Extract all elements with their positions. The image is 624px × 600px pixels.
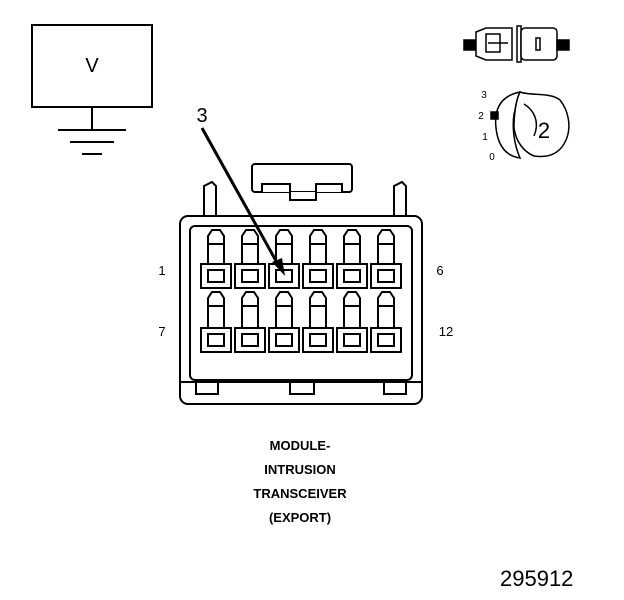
- pin-cavities: [200, 229, 402, 353]
- pin-label-6: 6: [436, 263, 443, 278]
- pin-cavity-11: [336, 291, 368, 353]
- pin-label-7: 7: [158, 324, 165, 339]
- pin-cavity-8: [234, 291, 266, 353]
- selector-label-0: 0: [489, 152, 495, 163]
- caption-line-3: TRANSCEIVER: [253, 486, 347, 501]
- pin-label-1: 1: [158, 263, 165, 278]
- pin-cavity-4: [302, 229, 334, 289]
- pin-cavity-12: [370, 291, 402, 353]
- pin-cavity-3: [268, 229, 300, 289]
- selector-knob-icon: [490, 91, 570, 159]
- callout-label: 3: [196, 105, 207, 127]
- pin-cavity-7: [200, 291, 232, 353]
- caption-line-4: (EXPORT): [268, 510, 332, 525]
- selector-setting: 2: [538, 118, 550, 143]
- selector-label-2: 2: [478, 111, 484, 122]
- pin-cavity-9: [268, 291, 300, 353]
- pin-label-12: 12: [439, 324, 453, 339]
- caption-line-2: INTRUSION: [264, 462, 336, 477]
- pin-cavity-2: [234, 229, 266, 289]
- selector-label-3: 3: [481, 90, 487, 101]
- caption-line-1: MODULE-: [269, 438, 331, 453]
- pin-cavity-1: [200, 229, 232, 289]
- pin-cavity-5: [336, 229, 368, 289]
- pin-cavity-6: [370, 229, 402, 289]
- test-lead-plug-icon: [463, 25, 570, 63]
- callout-arrow: [200, 127, 285, 276]
- pin-cavity-10: [302, 291, 334, 353]
- figure-number: 295912: [500, 566, 574, 591]
- voltmeter-label: V: [85, 55, 99, 77]
- selector-label-1: 1: [482, 132, 488, 143]
- voltmeter-symbol: [31, 24, 153, 155]
